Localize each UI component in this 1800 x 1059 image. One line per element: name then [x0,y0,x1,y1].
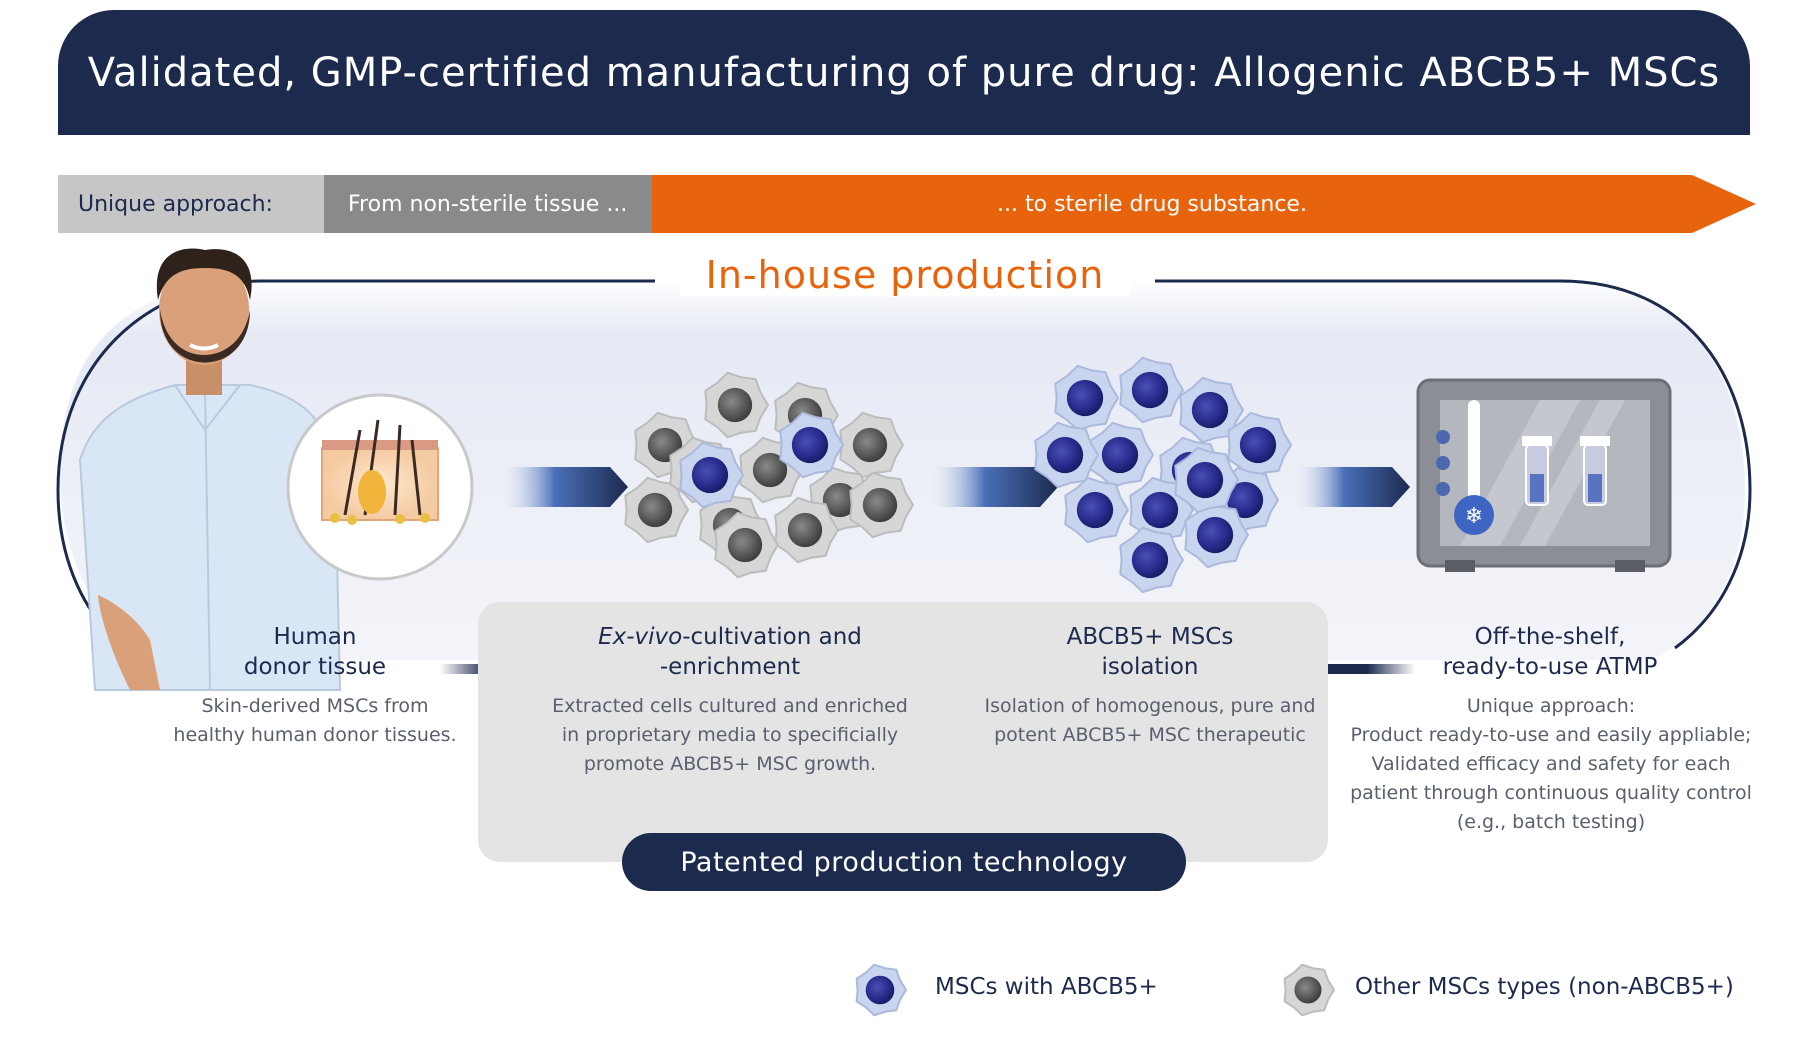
step-2-title-line1: -cultivation and [682,624,862,650]
step-2-description: Extracted cells cultured and enriched in… [520,692,940,779]
abcb5-cell [779,411,844,479]
step-1-title: Human donor tissue [190,622,440,682]
step-3-description: Isolation of homogenous, pure and potent… [970,692,1330,750]
legend-abcb5-label: MSCs with ABCB5+ [935,974,1158,1000]
section-title: In-house production [680,253,1130,297]
flow-arrow-3 [1290,467,1410,507]
abcb5-cell-cluster [1034,356,1292,594]
other-cell [839,411,904,479]
step-1-desc-line: Skin-derived MSCs from [201,695,429,717]
background-band [60,280,1745,660]
approach-bar: Unique approach: From non-sterile tissue… [58,175,1756,233]
abcb5-cell [1034,421,1099,489]
step-4-title: Off-the-shelf, ready-to-use ATMP [1400,622,1700,682]
loop-line-right [1155,279,1752,650]
step-4-desc-line: patient through continuous quality contr… [1350,782,1752,804]
abcb5-cell [1054,364,1119,432]
mixed-cell-cluster [624,371,914,579]
step-4-desc-line: Product ready-to-use and easily appliabl… [1350,724,1752,746]
freezer-device-icon: ❄ [1416,378,1672,572]
step-1-title-line1: Human [273,624,357,650]
svg-text:❄: ❄ [1465,504,1483,529]
connector-3 [1255,664,1415,674]
step-4-title-line1: Off-the-shelf, [1474,624,1626,650]
other-cell [714,511,779,579]
approach-from-segment: From non-sterile tissue ... [324,175,652,233]
abcb5-cell [1119,356,1184,424]
step-1-description: Skin-derived MSCs from healthy human don… [150,692,480,750]
abcb5-cell [679,441,744,509]
other-cell [1283,963,1335,1017]
approach-label: Unique approach: [58,175,324,233]
step-3-desc-line: potent ABCB5+ MSC therapeutic [994,724,1306,746]
patented-technology-label: Patented production technology [622,833,1186,891]
step-1-title-line2: donor tissue [243,654,387,680]
step-4-desc-line: Validated efficacy and safety for each [1371,753,1731,775]
step-2-desc-line: promote ABCB5+ MSC growth. [583,753,877,775]
other-msc-cell-icon [1283,963,1335,1017]
step-3-title: ABCB5+ MSCs isolation [1020,622,1280,682]
abcb5-msc-cell-icon [855,963,907,1017]
page-title: Validated, GMP-certified manufacturing o… [87,49,1721,96]
flow-arrow-2 [925,467,1058,507]
abcb5-cell [1119,526,1184,594]
abcb5-cell [1184,501,1249,569]
step-2-title-italic: Ex-vivo [598,624,683,650]
abcb5-cell [1089,421,1154,489]
abcb5-cell [1179,376,1244,444]
approach-to-label: ... to sterile drug substance. [997,191,1307,217]
step-3-desc-line: Isolation of homogenous, pure and [984,695,1316,717]
legend-other-label: Other MSCs types (non-ABCB5+) [1355,974,1734,1000]
patented-technology-panel [478,602,1328,862]
title-banner: Validated, GMP-certified manufacturing o… [58,10,1750,135]
abcb5-cell [1174,446,1239,514]
step-2-desc-line: Extracted cells cultured and enriched [552,695,908,717]
step-1-desc-line: healthy human donor tissues. [173,724,457,746]
step-3-title-line2: isolation [1101,654,1199,680]
step-2-desc-line: in proprietary media to specificially [561,724,899,746]
abcb5-cell [855,963,907,1017]
step-2-title-line2: -enrichment [659,654,801,680]
step-4-desc-line: Unique approach: [1466,695,1636,717]
step-4-title-line2: ready-to-use ATMP [1442,654,1658,680]
step-3-title-line1: ABCB5+ MSCs [1066,624,1234,650]
other-cell [704,371,769,439]
step-4-description: Unique approach: Product ready-to-use an… [1338,692,1764,837]
step-2-title: Ex-vivo-cultivation and -enrichment [560,622,900,682]
abcb5-cell [1064,476,1129,544]
skin-sample-icon [286,393,474,581]
other-cell [849,471,914,539]
flow-arrow-1 [495,467,628,507]
abcb5-cell [1227,411,1292,479]
orange-arrow-shape [652,175,1756,233]
step-4-desc-line: (e.g., batch testing) [1456,811,1646,833]
approach-to-segment: ... to sterile drug substance. [652,175,1756,233]
other-cell [774,496,839,564]
